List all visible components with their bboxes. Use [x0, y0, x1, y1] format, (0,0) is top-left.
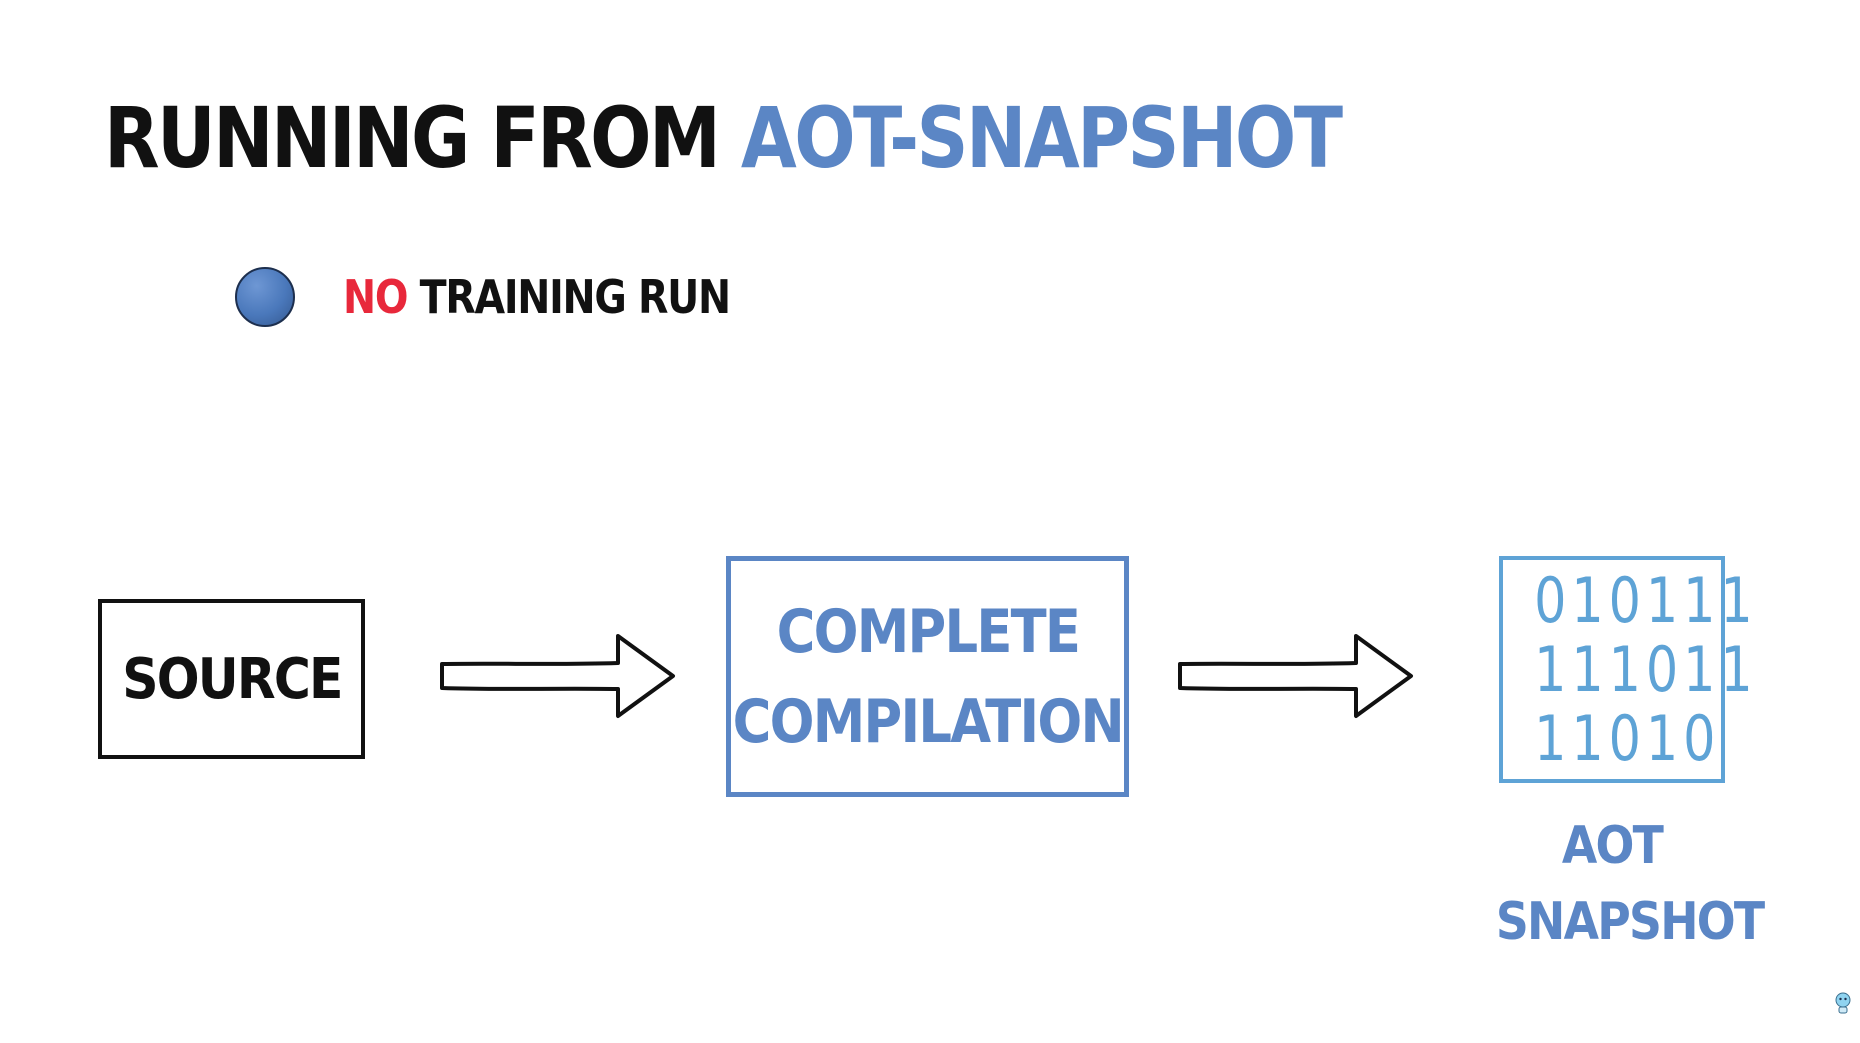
binary-row: 010111	[1534, 563, 1758, 637]
compile-label-line1: COMPLETE	[776, 596, 1080, 667]
source-label: SOURCE	[121, 646, 343, 712]
bullet-text: NO TRAINING RUN	[343, 270, 731, 324]
right-arrow-icon	[440, 634, 675, 718]
bullet-label: TRAINING RUN	[407, 270, 731, 324]
title-part-aot-snapshot: AOT-SNAPSHOT	[740, 89, 1343, 187]
title-part-running-from: RUNNING FROM	[104, 89, 741, 187]
bullet-dot-icon	[235, 267, 295, 327]
snapshot-label-line1: AOT	[1561, 816, 1664, 876]
compile-label-line2: COMPILATION	[732, 686, 1124, 757]
bullet-negation: NO	[343, 270, 408, 324]
binary-row: 111011	[1534, 632, 1758, 706]
source-box: SOURCE	[98, 599, 365, 759]
right-arrow-icon	[1178, 634, 1413, 718]
binary-snapshot-icon: 010111 111011 11010	[1499, 556, 1758, 783]
complete-compilation-box: COMPLETE COMPILATION	[726, 556, 1129, 797]
bullet-item: NO TRAINING RUN	[235, 262, 793, 332]
mascot-icon	[1835, 992, 1851, 1014]
binary-row: 11010	[1534, 701, 1721, 775]
snapshot-label-line2: SNAPSHOT	[1495, 892, 1765, 952]
slide-title: RUNNING FROM AOT-SNAPSHOT	[104, 88, 1343, 188]
aot-snapshot-label: AOT SNAPSHOT	[1480, 808, 1765, 960]
